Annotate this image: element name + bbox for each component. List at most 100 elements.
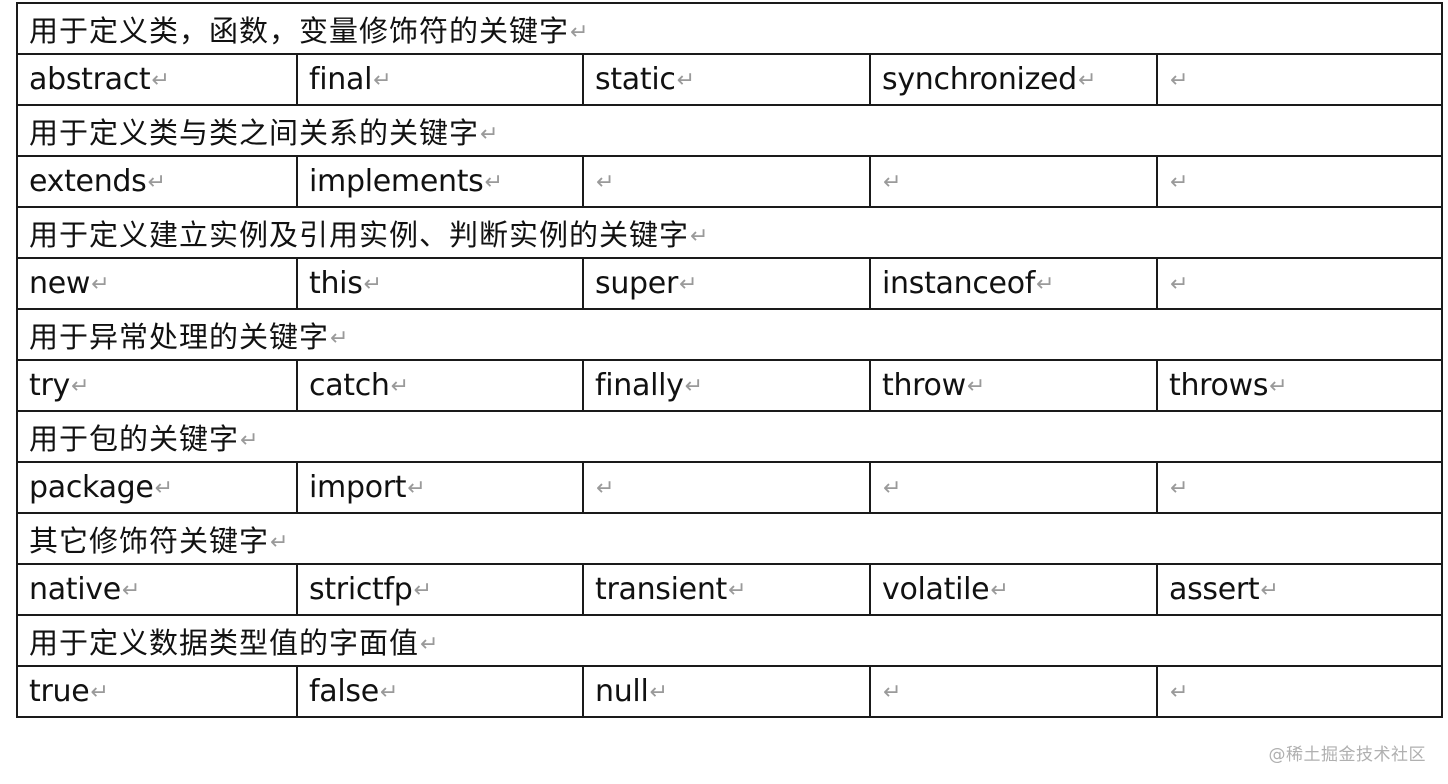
paragraph-mark-icon: ↵: [1170, 170, 1189, 195]
keyword-cell: ↵: [582, 461, 871, 514]
paragraph-mark-icon: ↵: [883, 476, 902, 501]
keyword-text: extends: [29, 164, 147, 199]
paragraph-mark-icon: ↵: [1036, 272, 1055, 297]
keyword-cell: native↵: [16, 563, 298, 616]
keyword-cell: null↵: [582, 665, 871, 718]
keyword-text: true: [29, 674, 90, 709]
paragraph-mark-icon: ↵: [147, 170, 166, 195]
keyword-text: static: [595, 62, 676, 97]
keyword-cell: true↵: [16, 665, 298, 718]
keyword-cell: import↵: [296, 461, 584, 514]
section-title-cell: 用于异常处理的关键字↵: [15, 308, 1444, 361]
section-title: 用于异常处理的关键字: [29, 319, 330, 354]
paragraph-mark-icon: ↵: [690, 223, 710, 249]
keyword-cell: static↵: [582, 53, 871, 106]
paragraph-mark-icon: ↵: [1077, 68, 1097, 93]
paragraph-mark-icon: ↵: [154, 476, 173, 501]
keyword-row: try↵catch↵finally↵throw↵throws↵: [16, 359, 1444, 412]
paragraph-mark-icon: ↵: [373, 68, 392, 93]
paragraph-mark-icon: ↵: [684, 374, 703, 399]
keyword-cell: abstract↵: [16, 53, 298, 106]
paragraph-mark-icon: ↵: [990, 578, 1009, 603]
keyword-cell: ↵: [869, 665, 1158, 718]
paragraph-mark-icon: ↵: [1269, 374, 1288, 399]
keyword-text: throw: [882, 368, 966, 403]
keyword-cell: extends↵: [16, 155, 298, 208]
section-row: 用于定义类，函数，变量修饰符的关键字↵: [15, 2, 1444, 55]
section-title-cell: 用于包的关键字↵: [15, 410, 1444, 463]
section-title: 用于包的关键字: [29, 421, 240, 456]
paragraph-mark-icon: ↵: [407, 476, 426, 501]
paragraph-mark-icon: ↵: [363, 272, 382, 297]
keyword-row: native↵strictfp↵transient↵volatile↵asser…: [16, 563, 1444, 616]
paragraph-mark-icon: ↵: [676, 68, 695, 93]
paragraph-mark-icon: ↵: [1170, 68, 1189, 93]
keyword-cell: try↵: [16, 359, 298, 412]
keyword-text: implements: [309, 164, 484, 199]
section-title: 用于定义数据类型值的字面值: [29, 625, 420, 660]
keyword-text: null: [595, 674, 649, 709]
paragraph-mark-icon: ↵: [570, 19, 590, 45]
paragraph-mark-icon: ↵: [596, 476, 615, 501]
section-title-cell: 用于定义类，函数，变量修饰符的关键字↵: [15, 2, 1444, 55]
keyword-text: strictfp: [309, 572, 413, 607]
paragraph-mark-icon: ↵: [121, 578, 141, 603]
paragraph-mark-icon: ↵: [728, 578, 747, 603]
keyword-text: import: [309, 470, 407, 505]
paragraph-mark-icon: ↵: [330, 325, 350, 351]
keyword-row: new↵this↵super↵instanceof↵↵: [16, 257, 1444, 310]
section-row: 用于定义数据类型值的字面值↵: [15, 614, 1444, 667]
watermark: @稀土掘金技术社区: [1268, 745, 1426, 765]
keyword-cell: strictfp↵: [296, 563, 584, 616]
keyword-text: false: [309, 674, 379, 709]
keyword-cell: finally↵: [582, 359, 871, 412]
keyword-cell: catch↵: [296, 359, 584, 412]
keyword-text: package: [29, 470, 154, 505]
keyword-text: volatile: [882, 572, 990, 607]
keyword-cell: ↵: [869, 155, 1158, 208]
keyword-text: super: [595, 266, 678, 301]
keyword-text: finally: [595, 368, 684, 403]
section-title-cell: 用于定义类与类之间关系的关键字↵: [15, 104, 1444, 157]
keyword-cell: ↵: [1155, 461, 1444, 514]
keyword-cell: ↵: [1155, 665, 1444, 718]
paragraph-mark-icon: ↵: [91, 272, 110, 297]
section-title: 用于定义类，函数，变量修饰符的关键字: [29, 13, 570, 48]
paragraph-mark-icon: ↵: [1170, 680, 1189, 705]
keyword-text: instanceof: [882, 266, 1036, 301]
keyword-cell: implements↵: [296, 155, 584, 208]
keyword-text: synchronized: [882, 62, 1077, 97]
keyword-text: throws: [1169, 368, 1269, 403]
java-keywords-table: 用于定义类，函数，变量修饰符的关键字↵abstract↵final↵static…: [15, 2, 1444, 718]
section-title-cell: 用于定义数据类型值的字面值↵: [15, 614, 1444, 667]
paragraph-mark-icon: ↵: [649, 680, 668, 705]
keyword-cell: volatile↵: [869, 563, 1158, 616]
keyword-cell: ↵: [1155, 257, 1444, 310]
paragraph-mark-icon: ↵: [480, 121, 500, 147]
paragraph-mark-icon: ↵: [379, 680, 399, 705]
section-title-cell: 其它修饰符关键字↵: [15, 512, 1444, 565]
section-title: 用于定义类与类之间关系的关键字: [29, 115, 480, 150]
paragraph-mark-icon: ↵: [70, 374, 90, 399]
keyword-row: package↵import↵↵↵↵: [16, 461, 1444, 514]
keyword-cell: super↵: [582, 257, 871, 310]
section-row: 用于定义类与类之间关系的关键字↵: [15, 104, 1444, 157]
paragraph-mark-icon: ↵: [390, 374, 409, 399]
keyword-cell: new↵: [16, 257, 298, 310]
keyword-cell: throws↵: [1155, 359, 1444, 412]
paragraph-mark-icon: ↵: [413, 578, 432, 603]
section-row: 用于异常处理的关键字↵: [15, 308, 1444, 361]
paragraph-mark-icon: ↵: [883, 170, 902, 195]
paragraph-mark-icon: ↵: [1170, 272, 1189, 297]
keyword-text: try: [29, 368, 70, 403]
keyword-text: abstract: [29, 62, 151, 97]
paragraph-mark-icon: ↵: [420, 631, 440, 657]
keyword-cell: ↵: [1155, 155, 1444, 208]
keyword-cell: final↵: [296, 53, 584, 106]
paragraph-mark-icon: ↵: [240, 427, 260, 453]
keyword-cell: false↵: [296, 665, 584, 718]
keyword-text: native: [29, 572, 121, 607]
section-row: 用于定义建立实例及引用实例、判断实例的关键字↵: [15, 206, 1444, 259]
keyword-cell: ↵: [1155, 53, 1444, 106]
keyword-cell: instanceof↵: [869, 257, 1158, 310]
